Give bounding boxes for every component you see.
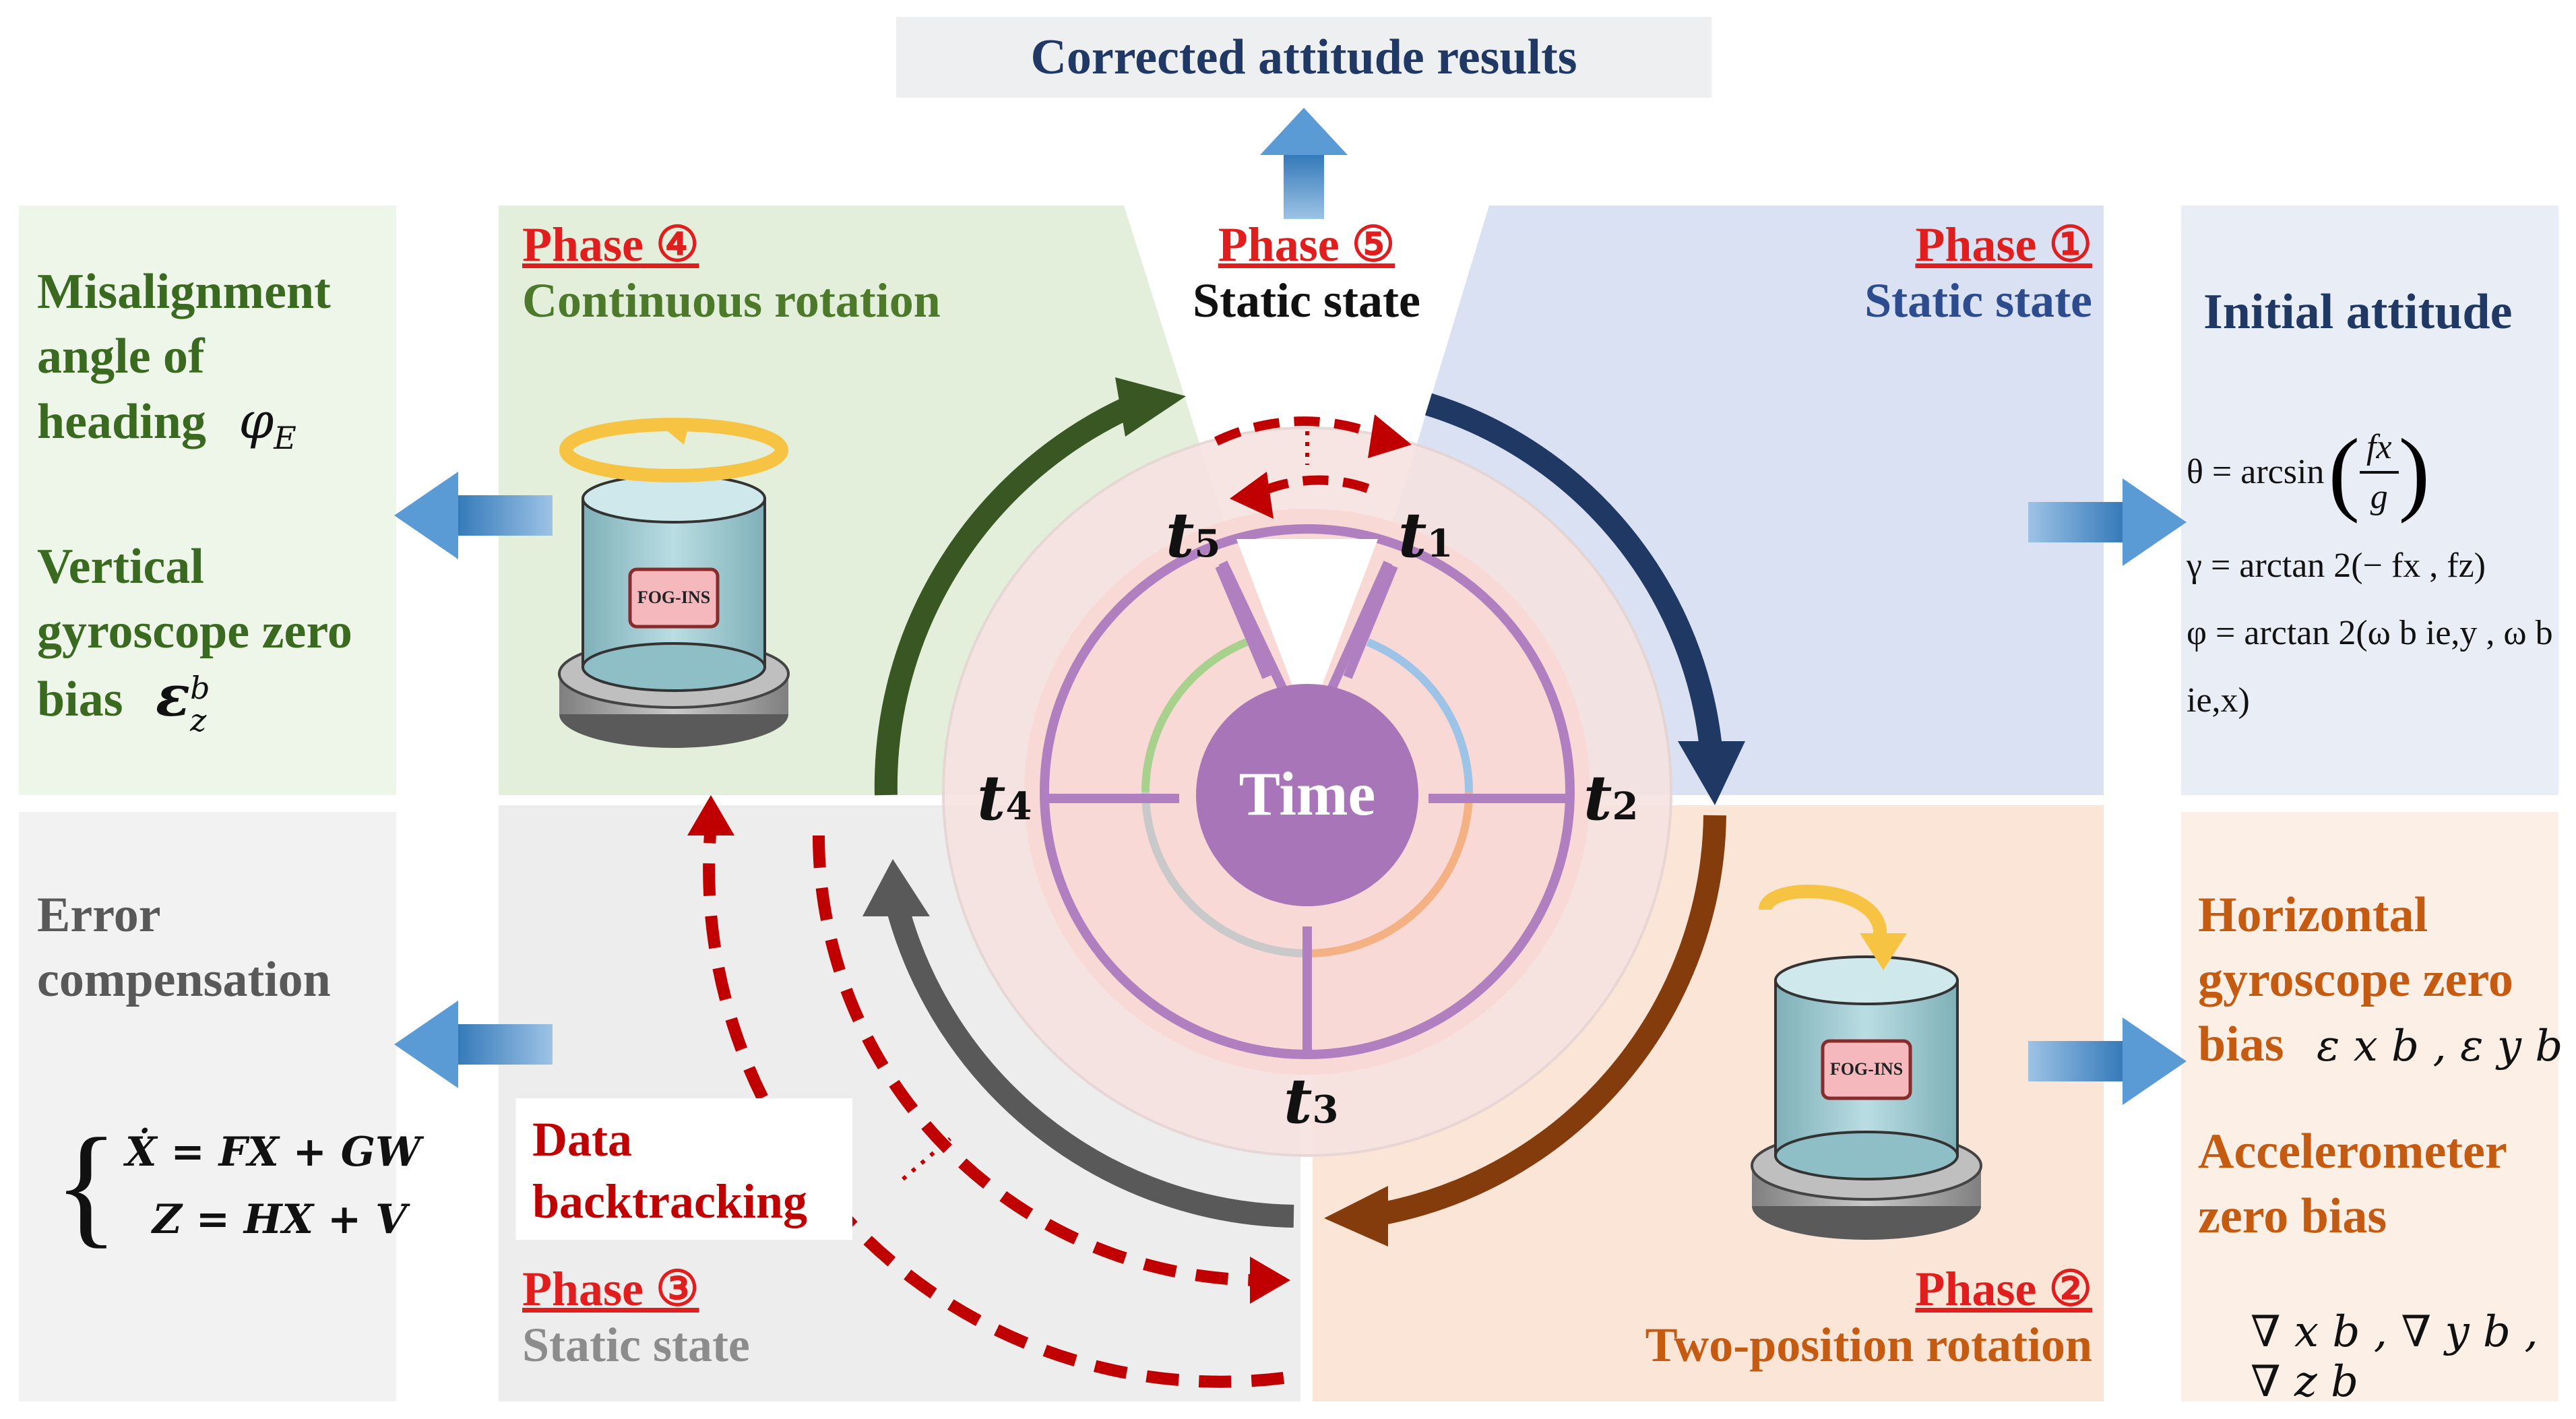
phase1-state: Static state — [1864, 274, 2092, 327]
misalignment-line2: angle of — [37, 329, 205, 384]
left-top-text: Misalignment angle of heading φE Vertica… — [37, 259, 352, 736]
right-bottom-panel — [2181, 812, 2558, 1401]
epsilon-sup: b — [190, 669, 210, 706]
bias-word-2: bias — [2198, 1017, 2284, 1072]
device-label-top: FOG-INS — [637, 588, 711, 607]
eps-xy-symbols: ε x b , ε y b — [2317, 1021, 2563, 1071]
phi-symbol: φ — [239, 392, 274, 450]
phase3-arrow — [885, 900, 1294, 1228]
phase2-heading: Phase ② Two-position rotation — [1550, 1260, 2092, 1373]
phase1-heading: Phase ① Static state — [1685, 216, 2092, 329]
phase4-title: Phase ④ — [522, 218, 699, 272]
up-arrow-to-result — [1260, 108, 1348, 219]
horizontal-line2: gyroscope zero — [2198, 952, 2513, 1007]
bias-word: bias — [37, 671, 123, 727]
vertical-line2: gyroscope zero — [37, 603, 352, 659]
phase2-arrow — [1366, 815, 1726, 1228]
phase2-title: Phase ② — [1915, 1262, 2092, 1316]
right-bottom-text: Horizontal gyroscope zero bias ε x b , ε… — [2198, 883, 2563, 1249]
nabla-symbols: ∇ x b , ∇ y b , ∇ z b — [2251, 1307, 2538, 1407]
state-equation: { Ẋ = FX + GW Z = HX + V — [54, 1118, 420, 1253]
attitude-eq1-num: fx — [2360, 424, 2399, 474]
accel-line2: zero bias — [2198, 1189, 2387, 1244]
phase3-heading: Phase ③ Static state — [522, 1260, 750, 1373]
horizontal-line3: bias ε x b , ε y b — [2198, 1012, 2563, 1079]
right-arrow-top — [2028, 478, 2187, 566]
state-eq2: Z = HX + V — [152, 1196, 407, 1243]
attitude-eq2: γ = arctan 2(− fx , fz) — [2187, 546, 2486, 585]
phase3-title: Phase ③ — [522, 1262, 699, 1316]
misalignment-line1: Misalignment — [37, 264, 331, 319]
misalignment-line3: heading φE — [37, 389, 352, 470]
t2-label: t2 — [1583, 761, 1639, 834]
right-top-panel — [2181, 206, 2558, 795]
phase4-heading: Phase ④ Continuous rotation — [522, 216, 941, 329]
phase5-state: Static state — [1193, 274, 1420, 327]
attitude-eq1: θ = arcsin ( fx g ) — [2187, 420, 2430, 524]
vertical-line1: Vertical — [37, 538, 204, 594]
left-bottom-text: Error compensation — [37, 883, 331, 1012]
initial-attitude-title: Initial attitude — [2203, 284, 2513, 340]
right-arrow-bottom — [2028, 1017, 2187, 1105]
t1-label: t1 — [1398, 499, 1453, 571]
accel-line1: Accelerometer — [2198, 1124, 2507, 1179]
device-label-bottom: FOG-INS — [1829, 1059, 1904, 1079]
corrected-attitude-label: Corrected attitude results — [1030, 29, 1577, 85]
horizontal-line1: Horizontal — [2198, 887, 2428, 943]
left-arrow-bottom — [394, 1001, 553, 1088]
fog-ins-device-bottom — [1751, 885, 1982, 1240]
error-line2: compensation — [37, 952, 331, 1007]
brace: { — [54, 1111, 119, 1260]
attitude-eq1-den: g — [2370, 477, 2388, 516]
left-top-panel — [19, 206, 396, 795]
phase4-state: Continuous rotation — [522, 274, 941, 327]
green-arc — [1141, 638, 1249, 792]
t3-label: t3 — [1284, 1065, 1339, 1137]
gray-arc — [1141, 791, 1308, 957]
phase3-state: Static state — [522, 1318, 750, 1372]
attitude-eq3: φ = arctan 2(ω b ie,y , ω b ie,x) — [2187, 614, 2553, 720]
phase5-title: Phase ⑤ — [1218, 218, 1395, 272]
attitude-eq1-lhs: θ = arcsin — [2187, 452, 2325, 491]
time-center — [1196, 684, 1418, 906]
state-eq1: Ẋ = FX + GW — [125, 1129, 421, 1176]
data-backtracking-box — [515, 1098, 852, 1240]
phi-sub: E — [274, 419, 296, 456]
t5-label: t5 — [1166, 499, 1221, 571]
error-line1: Error — [37, 887, 161, 943]
corrected-attitude-box: Corrected attitude results — [896, 17, 1711, 98]
epsilon-symbol: ε — [156, 662, 191, 729]
phase2-state: Two-position rotation — [1645, 1318, 2092, 1372]
left-bottom-panel — [19, 812, 396, 1401]
time-label: Time — [1238, 759, 1376, 828]
orange-arc — [1307, 791, 1473, 957]
phase1-title: Phase ① — [1915, 218, 2092, 272]
epsilon-sub: z — [190, 701, 207, 738]
fog-ins-device-top — [558, 418, 790, 748]
backtrack-dashed-inner — [813, 835, 1257, 1286]
phase4-arrow — [874, 393, 1140, 796]
phase5-dashed-arc-top — [1214, 416, 1387, 446]
blue-arc — [1366, 638, 1473, 792]
t4-label: t4 — [977, 761, 1032, 834]
phase1-arrow — [1424, 393, 1723, 756]
data-backtracking-label: Data backtracking — [532, 1112, 808, 1228]
left-arrow-top — [394, 472, 553, 559]
heading-word: heading — [37, 394, 206, 449]
phase5-heading: Phase ⑤ Static state — [1124, 216, 1489, 329]
